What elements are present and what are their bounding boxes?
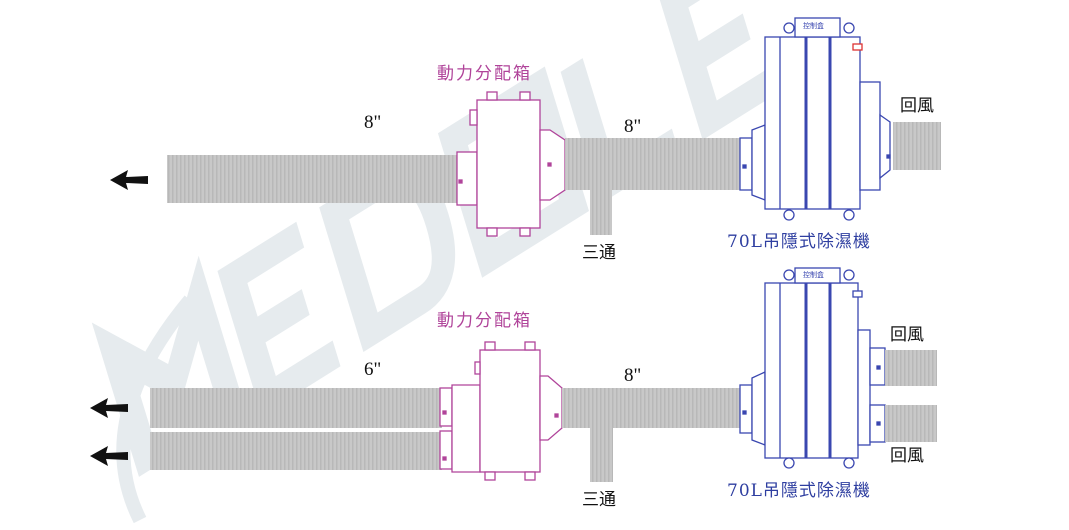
bottom-main-size: 8" (624, 365, 642, 386)
return-duct-lower (885, 405, 937, 442)
top-supply-size: 8" (364, 112, 382, 133)
tee-branch (590, 428, 613, 482)
bottom-tee-label: 三通 (582, 490, 616, 510)
bottom-system (90, 267, 937, 482)
airflow-arrow-icon (90, 398, 128, 418)
top-distribution-box-label: 動力分配箱 (437, 64, 532, 84)
tee-branch (590, 190, 612, 235)
airflow-arrow-icon (90, 446, 128, 466)
supply-duct-upper (150, 388, 442, 428)
distribution-box (456, 91, 566, 237)
supply-duct (167, 155, 457, 203)
airflow-arrow-icon (110, 170, 148, 190)
top-unit-label: 70L吊隱式除濕機 (727, 232, 871, 252)
dehumidifier-unit (739, 17, 891, 221)
bottom-return-label-upper: 回風 (890, 325, 924, 345)
top-control-box-label: 控制盒 (803, 22, 824, 30)
top-tee-label: 三通 (582, 243, 616, 263)
main-duct (562, 388, 742, 428)
bottom-control-box-label: 控制盒 (803, 271, 824, 279)
main-duct (565, 138, 743, 190)
dehumidifier-unit (739, 267, 886, 469)
return-duct-upper (885, 350, 937, 386)
bottom-supply-size: 6" (364, 359, 382, 380)
bottom-distribution-box-label: 動力分配箱 (437, 311, 532, 331)
distribution-box (439, 341, 563, 481)
return-duct (893, 122, 941, 170)
bottom-unit-label: 70L吊隱式除濕機 (727, 481, 871, 501)
top-system (110, 17, 941, 237)
top-main-size: 8" (624, 116, 642, 137)
top-return-label: 回風 (900, 96, 934, 116)
supply-duct-lower (150, 432, 442, 470)
bottom-return-label-lower: 回風 (890, 446, 924, 466)
